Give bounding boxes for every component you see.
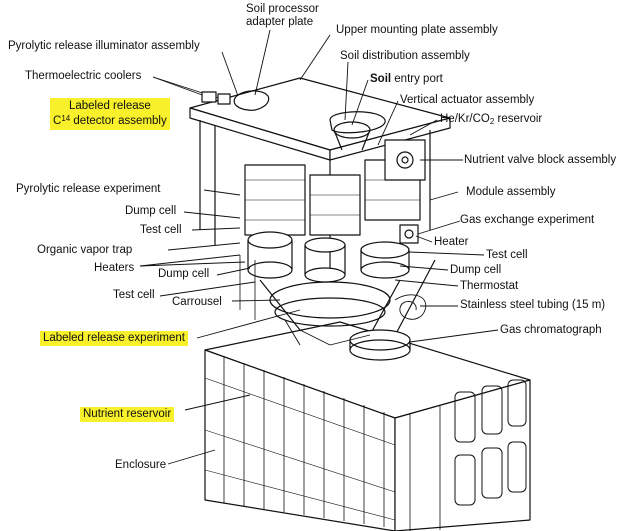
label-gas-exchange-experiment: Gas exchange experiment bbox=[460, 214, 595, 226]
upper-module bbox=[199, 120, 431, 283]
upper-mounting-plate bbox=[189, 77, 451, 161]
label-vertical-actuator: Vertical actuator assembly bbox=[400, 94, 535, 106]
label-upper-mounting-plate: Upper mounting plate assembly bbox=[336, 24, 498, 36]
label-soil-entry-port: Soil entry port bbox=[370, 73, 443, 86]
label-module-assembly: Module assembly bbox=[466, 186, 556, 198]
label-co2-subscript: 2 bbox=[489, 117, 495, 126]
label-lr-line-2: C14 detector assembly bbox=[53, 114, 167, 129]
label-c14-superscript: 14 bbox=[61, 114, 71, 123]
label-thermostat: Thermostat bbox=[460, 280, 519, 292]
leader-lines bbox=[139, 29, 499, 465]
label-test-cell-left: Test cell bbox=[140, 224, 182, 236]
label-soil-word: Soil bbox=[370, 73, 392, 85]
label-labeled-release-experiment: Labeled release experiment bbox=[40, 331, 188, 346]
lower-frame bbox=[239, 255, 436, 361]
label-heaters: Heaters bbox=[94, 262, 135, 274]
label-nutrient-valve-block: Nutrient valve block assembly bbox=[464, 154, 617, 166]
label-soil-distribution: Soil distribution assembly bbox=[340, 50, 470, 62]
label-line-1: Soil processor bbox=[246, 3, 319, 15]
label-test-cell-lower: Test cell bbox=[113, 289, 155, 301]
label-dump-cell-mid: Dump cell bbox=[158, 268, 210, 280]
label-heater: Heater bbox=[434, 236, 469, 248]
label-dump-cell-right: Dump cell bbox=[450, 264, 502, 276]
label-stainless-steel-tubing: Stainless steel tubing (15 m) bbox=[460, 299, 606, 311]
label-soil-processor-adapter-plate: Soil processor adapter plate bbox=[246, 3, 319, 29]
enclosure-box bbox=[204, 321, 531, 531]
label-line-2: adapter plate bbox=[246, 16, 314, 28]
label-lr-line-1: Labeled release bbox=[68, 100, 151, 112]
label-pyrolytic-illuminator: Pyrolytic release illuminator assembly bbox=[8, 40, 200, 52]
label-carrousel: Carrousel bbox=[172, 296, 222, 308]
label-dump-cell-left: Dump cell bbox=[125, 205, 177, 217]
label-nutrient-reservoir: Nutrient reservoir bbox=[80, 407, 175, 422]
label-thermoelectric-coolers: Thermoelectric coolers bbox=[25, 70, 142, 82]
label-he-kr-co2-reservoir: He/Kr/CO2 reservoir bbox=[440, 113, 542, 126]
label-gas-chromatograph: Gas chromatograph bbox=[500, 324, 602, 336]
label-pyrolytic-experiment: Pyrolytic release experiment bbox=[16, 183, 161, 195]
label-organic-vapor-trap: Organic vapor trap bbox=[37, 244, 133, 256]
label-reservoir: reservoir bbox=[494, 113, 543, 125]
label-c: C bbox=[53, 115, 62, 127]
label-detector-assembly: detector assembly bbox=[70, 115, 167, 127]
label-lr-detector-assembly: Labeled release C14 detector assembly bbox=[50, 98, 170, 130]
label-enclosure: Enclosure bbox=[115, 459, 167, 471]
label-he-kr-co: He/Kr/CO bbox=[440, 113, 490, 125]
label-entry-port: entry port bbox=[391, 73, 443, 85]
label-test-cell-right: Test cell bbox=[486, 249, 528, 261]
